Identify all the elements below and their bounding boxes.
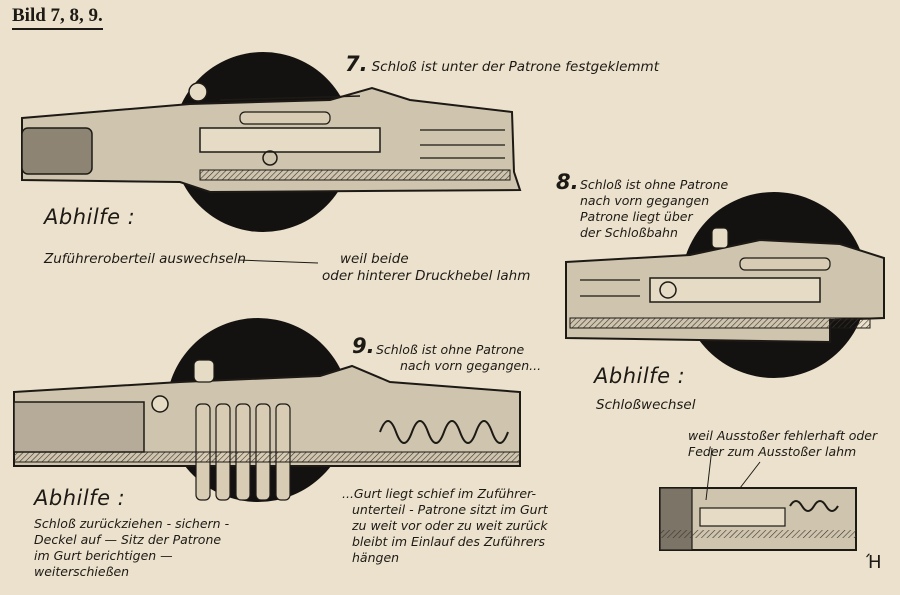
fig9-caption: 9. — [352, 336, 379, 358]
fig8-pivot — [659, 281, 677, 299]
fig8-caption-text: Schloß ist ohne Patrone nach vorn gegang… — [580, 177, 728, 241]
fig9-note-line5: hängen — [352, 550, 400, 565]
fig8-remedy-text: Schloßwechsel — [596, 397, 696, 413]
fig9-remedy-line3: im Gurt berichtigen — — [34, 548, 173, 563]
fig7-bolt — [199, 127, 381, 153]
fig9-number: 9. — [352, 334, 375, 358]
fig9-note-line3: zu weit vor oder zu weit zurück — [352, 518, 548, 533]
fig7-remedy-title: Abhilfe : — [44, 205, 136, 229]
fig9-caption-line1: Schloß ist ohne Patrone — [376, 342, 525, 357]
fig7-pivot — [262, 150, 278, 166]
fig7-drawing — [21, 52, 522, 264]
fig8-caption-line1: Schloß ist ohne Patrone — [580, 177, 729, 192]
artist-signature: Ή — [866, 552, 882, 573]
fig9-recoil-spring — [379, 420, 509, 444]
fig8-drawing — [565, 192, 885, 551]
fig7-caption-text: Schloß ist unter der Patrone festgeklemm… — [371, 59, 659, 75]
fig9-remedy-text: Schloß zurückziehen - sichern - Deckel a… — [34, 516, 229, 580]
fig7-number: 7. — [345, 52, 368, 76]
fig7-reason-line-a: weil beide — [340, 251, 409, 267]
fig7-lever-pin — [188, 82, 208, 102]
fig9-note: ...Gurt liegt schief im Zuführer- untert… — [342, 486, 548, 566]
fig7-leader-line — [237, 259, 319, 264]
fig8-caption-line4: der Schloßbahn — [580, 225, 678, 240]
fig8-remedy-title: Abhilfe : — [594, 364, 686, 388]
fig8-cartridge — [739, 257, 831, 271]
fig7-lower-rail — [199, 169, 511, 181]
page-heading: Bild 7, 8, 9. — [12, 5, 103, 30]
fig8-ejector-leader — [705, 447, 713, 501]
fig7-cartridge — [239, 111, 331, 125]
fig8-lower-rail — [569, 317, 871, 329]
fig8-number: 8. — [556, 170, 579, 194]
fig9-remedy-line2: Deckel auf — Sitz der Patrone — [34, 532, 222, 547]
fig9-remedy-line1: Schloß zurückziehen - sichern - — [34, 516, 230, 531]
fig9-barrel-end — [13, 401, 145, 453]
fig8-ejector-line1: weil Ausstoßer fehlerhaft oder — [688, 428, 878, 443]
fig8-caption-line2: nach vorn gegangen — [580, 193, 710, 208]
fig8-ejector-line2: Feder zum Ausstoßer lahm — [688, 444, 857, 459]
fig9-note-line1: ...Gurt liegt schief im Zuführer- — [342, 486, 536, 501]
fig9-note-line2: unterteil - Patrone sitzt im Gurt — [352, 502, 548, 517]
fig9-drawing — [13, 318, 521, 502]
fig8-ejector-spring — [789, 500, 839, 512]
fig7-reason-line-b: oder hinterer Druckhebel lahm — [322, 268, 531, 284]
fig9-note-line4: bleibt im Einlauf des Zuführers — [352, 534, 546, 549]
fig7-remedy-line1: Zuführeroberteil auswechseln — [44, 251, 246, 267]
fig8-caption: 8. — [556, 172, 583, 194]
fig7-caption: 7.Schloß ist unter der Patrone festgekle… — [345, 54, 659, 76]
fig9-remedy-line4: weiterschießen — [34, 564, 130, 579]
fig9-caption-text: Schloß ist ohne Patrone nach vorn gegang… — [376, 342, 541, 374]
fig8-ejector-note: weil Ausstoßer fehlerhaft oder Feder zum… — [688, 428, 877, 460]
fig9-remedy-title: Abhilfe : — [34, 486, 126, 510]
fig9-caption-line2: nach vorn gegangen... — [400, 358, 542, 373]
fig7-remedy-reason: weil beide oder hinterer Druckhebel lahm — [322, 251, 530, 285]
fig8-bolt — [649, 277, 821, 303]
fig7-barrel-end — [21, 127, 93, 175]
fig8-caption-line3: Patrone liegt über — [580, 209, 693, 224]
